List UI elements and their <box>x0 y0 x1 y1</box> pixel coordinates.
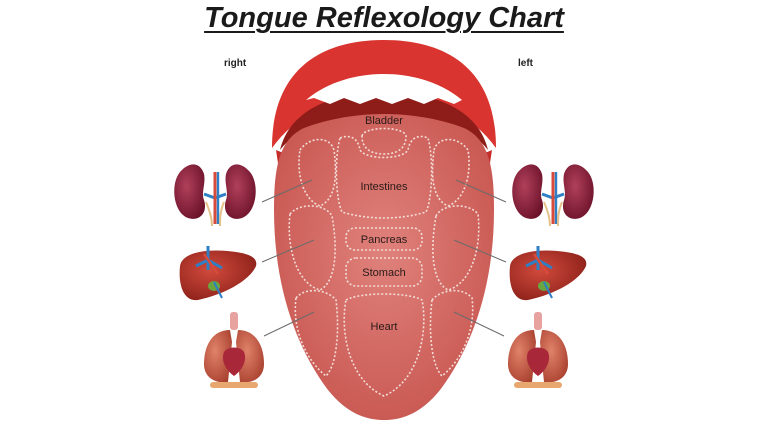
connector-left-kidney <box>261 179 313 203</box>
zone-stomach <box>345 257 423 287</box>
zone-label-stomach: Stomach <box>362 267 405 279</box>
zone-right-middle <box>432 205 480 291</box>
zone-bladder <box>361 127 407 155</box>
side-label-left: left <box>518 58 533 69</box>
connector-left-liver <box>261 239 315 263</box>
zone-label-intestines: Intestines <box>360 181 408 193</box>
lungs-heart-icon-right <box>508 312 568 388</box>
tongue: Bladder Intestines Pancreas Stomach Hear… <box>274 114 494 420</box>
zone-left-lower <box>294 289 339 378</box>
liver-icon-right <box>509 246 587 301</box>
zone-left-middle <box>288 205 336 291</box>
connector-right-liver <box>453 239 507 263</box>
liver-icon <box>179 246 257 301</box>
zone-label-bladder: Bladder <box>365 115 403 127</box>
upper-teeth <box>306 74 462 104</box>
zone-heart <box>343 293 425 397</box>
zone-right-lower <box>429 289 474 378</box>
connector-right-kidney <box>455 179 507 203</box>
mouth-interior <box>280 92 488 150</box>
zone-pancreas <box>345 227 423 251</box>
zone-label-heart: Heart <box>371 321 398 333</box>
side-label-right: right <box>224 58 247 69</box>
chart-title: Tongue Reflexology Chart <box>204 2 564 34</box>
connector-right-lung <box>453 311 505 337</box>
zone-label-pancreas: Pancreas <box>361 234 408 246</box>
kidneys-icon-right <box>512 164 594 227</box>
lungs-heart-icon <box>204 312 264 388</box>
connector-left-lung <box>263 311 315 337</box>
tongue-body <box>274 114 494 420</box>
zone-right-upper <box>431 138 470 207</box>
connector-lines <box>261 179 507 337</box>
kidneys-icon <box>174 164 256 227</box>
